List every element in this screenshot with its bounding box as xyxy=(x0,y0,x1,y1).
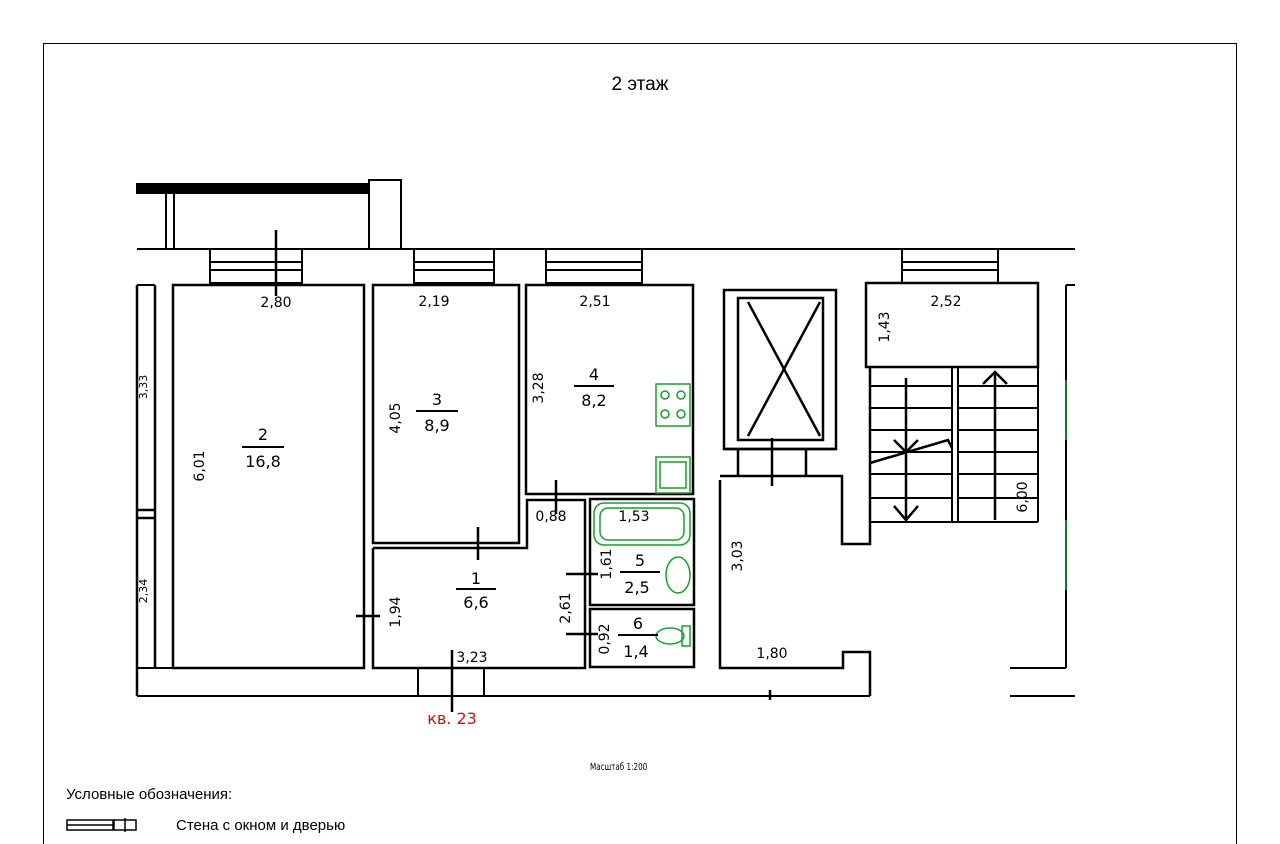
washbasin-icon xyxy=(665,556,691,594)
scale-label: Масштаб 1:200 xyxy=(590,762,648,773)
room-4-label: 4 8,2 xyxy=(574,365,614,410)
windows xyxy=(209,248,999,697)
toilet-icon xyxy=(655,627,685,645)
room-area: 8,9 xyxy=(424,416,449,435)
dimension-label: 0,88 xyxy=(535,509,566,525)
room-area: 1,4 xyxy=(623,642,648,661)
dimension-label: 2,80 xyxy=(260,295,291,311)
dimension-labels: 2,80 2,19 2,51 2,52 6,01 4,05 3,28 1,43 … xyxy=(137,294,1031,666)
room-area: 16,8 xyxy=(245,452,281,471)
room-area: 2,5 xyxy=(624,578,649,597)
room-number: 4 xyxy=(589,365,599,384)
door-marks xyxy=(274,230,598,712)
dimension-label: 2,52 xyxy=(930,294,961,310)
room-number: 5 xyxy=(635,551,645,570)
dimension-label: 1,61 xyxy=(599,548,615,579)
dimension-label: 2,19 xyxy=(418,294,449,310)
apartment-label: кв. 23 xyxy=(427,709,477,728)
dimension-label: 3,23 xyxy=(456,650,487,666)
room-number: 1 xyxy=(471,569,481,588)
bathtub-icon xyxy=(593,502,691,546)
room-number: 6 xyxy=(633,614,643,633)
room-3-label: 3 8,9 xyxy=(416,390,458,435)
room-area: 8,2 xyxy=(581,391,606,410)
dimension-label: 1,94 xyxy=(388,596,404,627)
room-5-label: 5 2,5 xyxy=(620,551,660,597)
dimension-label: 4,05 xyxy=(388,402,404,433)
balcony xyxy=(136,179,402,250)
staircase xyxy=(864,281,1075,669)
wall-window-door-symbol xyxy=(66,818,137,832)
room-2-label: 2 16,8 xyxy=(242,425,284,471)
dimension-label: 3,03 xyxy=(730,540,746,571)
dimension-label: 2,51 xyxy=(579,294,610,310)
dimension-label: 6,00 xyxy=(1015,481,1031,512)
room-1-label: 1 6,6 xyxy=(456,569,496,612)
kitchen-sink-icon xyxy=(655,456,691,494)
legend-item-label: Стена с окном и дверью xyxy=(176,817,346,834)
dimension-label: 1,53 xyxy=(618,509,649,525)
room-6-label: 6 1,4 xyxy=(618,614,658,661)
dimension-label: 2,34 xyxy=(137,579,150,604)
room-area: 6,6 xyxy=(463,593,488,612)
dimension-label: 6,01 xyxy=(192,450,208,481)
room-number: 3 xyxy=(432,390,442,409)
legend-title: Условные обозначения: xyxy=(66,786,233,803)
dimension-label: 3,28 xyxy=(531,372,547,403)
room-walls xyxy=(135,283,696,696)
hallway xyxy=(718,367,872,700)
dimension-label: 3,33 xyxy=(137,375,150,400)
dimension-label: 1,80 xyxy=(756,646,787,662)
dimension-label: 2,61 xyxy=(558,592,574,623)
elevator-shaft xyxy=(722,288,838,486)
floor-title: 2 этаж xyxy=(611,74,669,95)
room-number: 2 xyxy=(258,425,268,444)
dimension-label: 0,92 xyxy=(597,623,613,654)
drawing-frame xyxy=(43,43,1237,844)
stove-icon xyxy=(655,383,691,427)
room-labels: 1 6,6 2 16,8 3 8,9 4 8,2 5 2,5 6 1,4 xyxy=(242,365,660,661)
dimension-label: 1,43 xyxy=(877,311,893,342)
plumbing-fixtures xyxy=(593,380,1067,647)
